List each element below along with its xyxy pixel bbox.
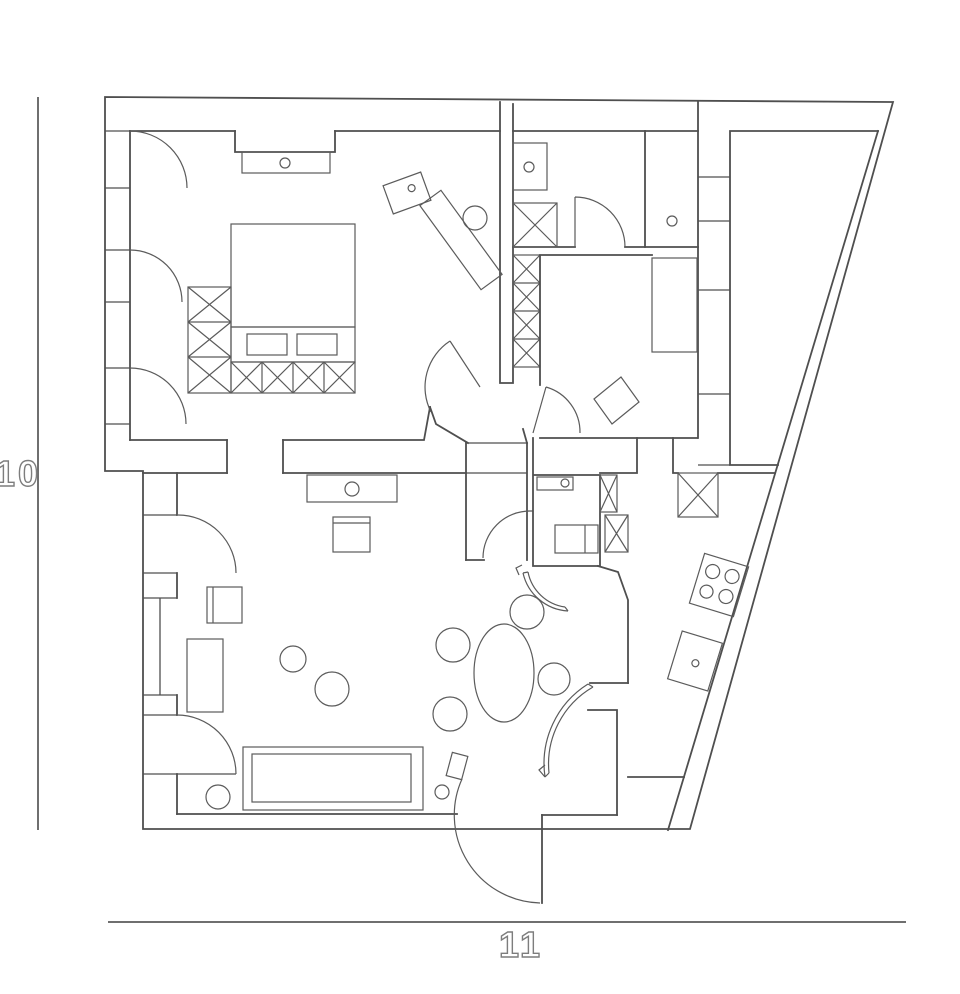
inner-diagonal-wall bbox=[666, 129, 880, 832]
terrace-walls bbox=[729, 130, 879, 466]
corridor-walls bbox=[465, 442, 528, 561]
wc-small bbox=[532, 437, 629, 567]
sink-icon bbox=[536, 476, 574, 491]
window-ticks bbox=[105, 130, 130, 425]
wardrobe-hatch-icon bbox=[187, 286, 232, 394]
sofa-icon bbox=[242, 746, 424, 811]
tv-icon bbox=[332, 516, 371, 553]
plant-icon bbox=[434, 784, 450, 800]
bedroom-living-opening bbox=[226, 439, 284, 474]
sink-drain bbox=[560, 478, 570, 488]
outer-walls bbox=[104, 96, 895, 830]
window-ticks bbox=[143, 514, 236, 775]
kitchen-walls bbox=[596, 437, 776, 778]
railings bbox=[515, 564, 594, 778]
entry bbox=[445, 682, 629, 904]
side-table-icon bbox=[186, 638, 224, 713]
living-room bbox=[142, 472, 618, 816]
wc-small-walls bbox=[532, 437, 601, 567]
duct-hatch-icon bbox=[512, 254, 541, 368]
kitchen-corridor bbox=[599, 437, 776, 474]
living-bottom-inner-wall bbox=[176, 813, 618, 816]
toilet-icon bbox=[554, 524, 599, 554]
railing-icon bbox=[515, 564, 569, 612]
bedroom-right-wall bbox=[499, 101, 514, 384]
chair-icon bbox=[537, 662, 571, 696]
bedroom-bottom-wall bbox=[129, 405, 432, 441]
door-swing-icon bbox=[176, 714, 237, 775]
kitchen-partition bbox=[596, 564, 629, 684]
hall-thresholds bbox=[466, 442, 527, 474]
pillow-icon bbox=[296, 333, 338, 356]
chair-icon bbox=[432, 696, 468, 732]
chair-icon bbox=[509, 594, 545, 630]
duct-hatch-icon bbox=[599, 474, 618, 513]
shower-icon bbox=[651, 257, 698, 353]
tv-console-icon bbox=[306, 474, 398, 503]
duct-hatch-icon bbox=[604, 514, 629, 553]
sofa-seat bbox=[251, 753, 412, 803]
railing-icon bbox=[538, 683, 594, 778]
terrace bbox=[666, 129, 880, 832]
horizontal-dimension-label: 11 bbox=[499, 924, 543, 965]
bathroom-walls bbox=[539, 254, 698, 439]
outer-boundary bbox=[104, 96, 895, 830]
bathroom bbox=[532, 254, 698, 439]
door-swing-icon bbox=[482, 510, 533, 559]
sink-icon bbox=[512, 142, 548, 191]
stove-icon bbox=[688, 552, 750, 618]
dining-table-icon bbox=[473, 623, 535, 723]
hall-left-wall bbox=[428, 405, 470, 445]
bed-foot bbox=[230, 326, 356, 363]
window-swing-icon bbox=[129, 249, 183, 303]
wc-top bbox=[512, 101, 699, 439]
bidet-icon bbox=[593, 376, 640, 425]
duct-hatch-icon bbox=[677, 472, 719, 518]
wardrobe-hatch-icon bbox=[230, 361, 356, 394]
armchair-icon bbox=[206, 586, 243, 624]
dimension-lines: 10 11 bbox=[0, 97, 906, 966]
door-swing-icon bbox=[177, 514, 237, 574]
plant-icon bbox=[205, 784, 231, 810]
door-swing-icon bbox=[574, 196, 626, 248]
vertical-dimension-label: 10 bbox=[0, 453, 41, 494]
coffee-table-icon bbox=[279, 645, 307, 673]
desk-return bbox=[419, 189, 503, 291]
door-swing-icon bbox=[424, 340, 481, 413]
sink-drain bbox=[523, 161, 535, 173]
entry-door-leaf bbox=[445, 751, 469, 781]
console-knob bbox=[344, 481, 360, 497]
kitchen-counter-icon bbox=[666, 630, 724, 692]
toilet-icon bbox=[666, 215, 678, 227]
closet-knob bbox=[279, 157, 291, 169]
kitchen bbox=[666, 552, 750, 692]
window-swing-icon bbox=[129, 130, 188, 189]
hall-right-wall bbox=[521, 427, 529, 445]
desk-icon bbox=[382, 171, 432, 215]
desk-chair-icon bbox=[462, 205, 488, 231]
closet-niche-icon bbox=[234, 130, 336, 153]
window-swing-icon bbox=[129, 367, 187, 425]
chair-icon bbox=[435, 627, 471, 663]
window-ticks bbox=[698, 176, 730, 466]
bed-icon bbox=[230, 223, 356, 328]
bedroom bbox=[105, 101, 514, 474]
closet-drawer bbox=[241, 151, 331, 174]
pillow-icon bbox=[246, 333, 288, 356]
washer-hatch-icon bbox=[512, 202, 558, 248]
vestibule-walls bbox=[541, 682, 629, 904]
entry-door-icon bbox=[453, 778, 541, 904]
coffee-table-icon bbox=[314, 671, 350, 707]
hall bbox=[424, 340, 533, 561]
door-swing-icon bbox=[532, 386, 581, 434]
